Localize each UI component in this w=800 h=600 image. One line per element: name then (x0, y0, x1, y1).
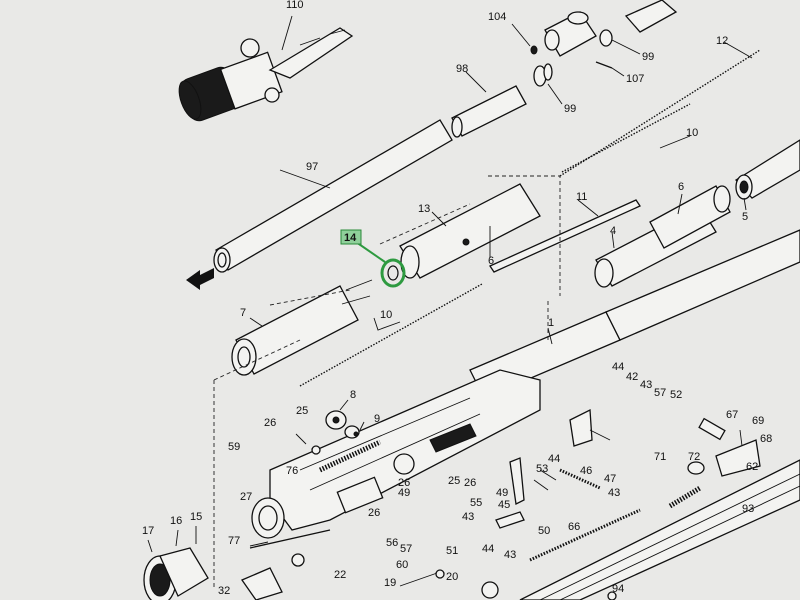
rod-11 (489, 199, 641, 273)
part-labels: 110 104 99 107 98 99 12 10 97 13 14 6 11… (142, 0, 772, 597)
sleeve-6 (649, 185, 731, 249)
highlighted-part-14 (340, 229, 406, 288)
label-13: 13 (418, 203, 430, 215)
label-10-upper: 10 (686, 127, 698, 139)
label-20: 20 (446, 571, 458, 583)
label-9: 9 (374, 413, 380, 425)
bolt-carrier-13 (399, 183, 541, 279)
label-107: 107 (626, 73, 644, 85)
label-25: 25 (296, 405, 308, 417)
label-17: 17 (142, 525, 154, 537)
label-50: 50 (538, 525, 550, 537)
label-43: 43 (640, 379, 652, 391)
label-49-b: 49 (496, 487, 508, 499)
label-52: 52 (670, 389, 682, 401)
label-99: 99 (642, 51, 654, 63)
label-110: 110 (286, 0, 304, 11)
label-77: 77 (228, 535, 240, 547)
label-8: 8 (350, 389, 356, 401)
label-44-c: 44 (482, 543, 494, 555)
guide-line-3 (379, 203, 471, 245)
label-42: 42 (626, 371, 638, 383)
label-56: 56 (386, 537, 398, 549)
label-47: 47 (604, 473, 616, 485)
ring-5 (735, 139, 800, 211)
gas-block-parts (511, 0, 678, 77)
label-26: 26 (264, 417, 276, 429)
label-98: 98 (456, 63, 468, 75)
label-66: 66 (568, 521, 580, 533)
guide-line-4 (488, 175, 561, 296)
label-32: 32 (218, 585, 230, 597)
arrow-indicator (186, 268, 214, 290)
small-parts-8-9-25 (295, 399, 365, 455)
label-26-b: 26 (398, 477, 410, 489)
label-55: 55 (470, 497, 482, 509)
label-1: 1 (548, 317, 554, 329)
label-53: 53 (536, 463, 548, 475)
label-69: 69 (752, 415, 764, 427)
label-26-d: 26 (368, 507, 380, 519)
label-57-b: 57 (400, 543, 412, 555)
label-45: 45 (498, 499, 510, 511)
stock-rail (519, 459, 800, 600)
label-16: 16 (170, 515, 182, 527)
label-57: 57 (654, 387, 666, 399)
label-12: 12 (716, 35, 728, 47)
label-99-lower: 99 (564, 103, 576, 115)
tube-98 (451, 63, 563, 138)
label-14: 14 (344, 232, 357, 244)
label-76: 76 (286, 465, 298, 477)
guide-line-1 (213, 339, 301, 381)
label-93: 93 (742, 503, 754, 515)
label-43-c: 43 (462, 511, 474, 523)
label-6-right: 6 (678, 181, 684, 193)
label-68: 68 (760, 433, 772, 445)
label-46: 46 (580, 465, 592, 477)
label-49: 49 (398, 487, 410, 499)
tube-7 (231, 279, 373, 376)
tube-97 (213, 119, 453, 273)
label-97: 97 (306, 161, 318, 173)
label-43-d: 43 (504, 549, 516, 561)
receiver-housing (251, 369, 541, 539)
label-6: 6 (488, 255, 494, 267)
spring-12 (559, 49, 761, 177)
label-43-b: 43 (608, 487, 620, 499)
label-104: 104 (488, 11, 506, 23)
label-67: 67 (726, 409, 738, 421)
label-26-c: 26 (464, 477, 476, 489)
label-60: 60 (396, 559, 408, 571)
front-sight-assembly (178, 15, 354, 122)
label-59: 59 (228, 441, 240, 453)
spring-10-upper (561, 103, 691, 173)
label-4: 4 (610, 225, 616, 237)
label-5: 5 (742, 211, 748, 223)
label-62: 62 (746, 461, 758, 473)
label-7: 7 (240, 307, 246, 319)
label-10-lower: 10 (380, 309, 392, 321)
label-44: 44 (612, 361, 624, 373)
label-94: 94 (612, 583, 624, 595)
knob-assembly (143, 526, 209, 600)
label-51: 51 (446, 545, 458, 557)
label-11: 11 (576, 191, 587, 203)
label-22: 22 (334, 569, 346, 581)
label-71: 71 (654, 451, 666, 463)
label-27: 27 (240, 491, 252, 503)
label-19: 19 (384, 577, 396, 589)
label-15: 15 (190, 511, 202, 523)
trigger-group-parts (495, 408, 761, 529)
label-25-b: 25 (448, 475, 460, 487)
label-72: 72 (688, 451, 700, 463)
lower-small-parts (241, 529, 617, 600)
label-44-b: 44 (548, 453, 560, 465)
